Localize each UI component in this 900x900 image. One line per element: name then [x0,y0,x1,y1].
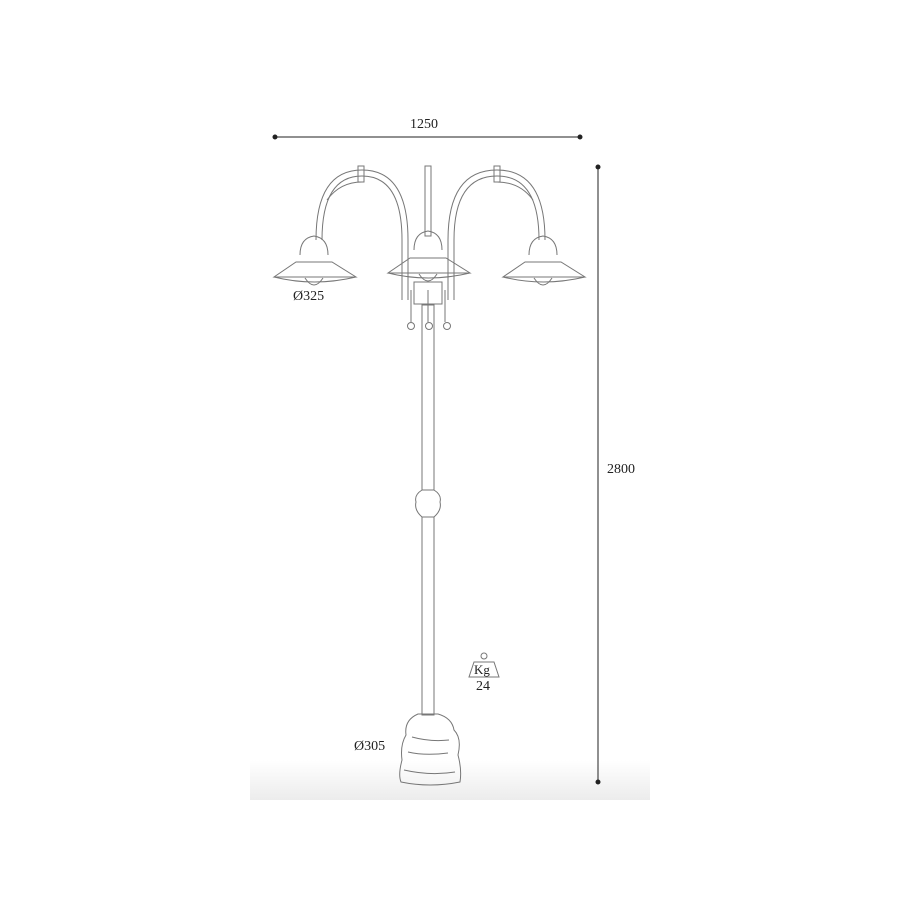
right-arm [447,165,546,300]
floor-shadow [250,760,650,800]
pole [415,304,441,716]
finial-rod [424,165,432,237]
height-label: 2800 [607,462,635,477]
hanging-rods [407,281,451,330]
base-diameter-label: Ø305 [354,739,386,754]
width-label: 1250 [410,117,438,132]
weight-value-label: 24 [476,679,490,694]
width-dimension-line [272,134,583,140]
base [399,713,462,786]
shade-diameter-label: Ø325 [293,289,325,304]
left-shade [272,235,358,286]
height-dimension-line [595,164,601,785]
right-shade [501,235,587,286]
left-arm [315,165,409,300]
center-shade [386,230,472,282]
weight-unit-label: Kg [474,662,490,677]
weight-icon [468,652,500,678]
